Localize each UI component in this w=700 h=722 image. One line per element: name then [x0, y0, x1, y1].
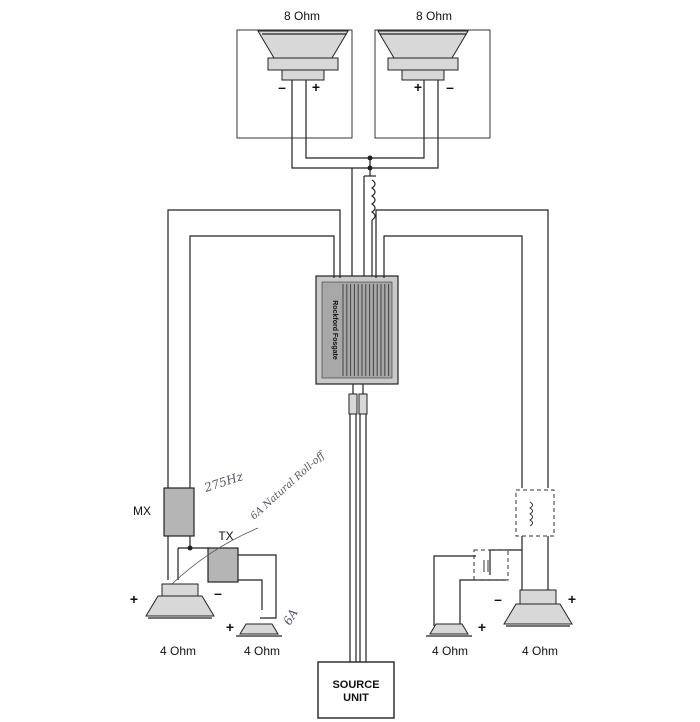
left-woofer-impedance-label: 4 Ohm — [160, 644, 196, 658]
right-woofer — [503, 589, 573, 627]
tx-label: TX — [218, 529, 233, 543]
amplifier: Rockford Fosgate — [315, 275, 399, 385]
top-right-plus-sign: + — [414, 79, 422, 95]
left-tweeter-impedance-label: 4 Ohm — [244, 644, 280, 658]
handwritten-tweeter-note: 6A — [280, 606, 300, 627]
handwritten-order-note: 6A Natural Roll-off — [249, 449, 329, 522]
left-tweeter-plus-sign: + — [226, 619, 234, 635]
right-tweeter — [426, 623, 472, 637]
top-speaker-wiring — [291, 80, 439, 278]
mx-crossover-box — [163, 487, 195, 537]
rca-cables — [348, 384, 368, 662]
amp-heatsink-fins — [342, 284, 390, 376]
handwritten-frequency-note: 275Hz — [202, 469, 246, 495]
right-channel-wiring — [375, 209, 549, 626]
right-woofer-crossover-dashed — [515, 489, 555, 537]
top-left-impedance-label: 8 Ohm — [284, 9, 320, 23]
source-unit-box — [317, 661, 395, 719]
right-tweeter-plus-sign: + — [478, 619, 486, 635]
inductor-coil-icon — [370, 179, 376, 278]
right-woofer-minus-sign: – — [494, 591, 502, 607]
left-woofer-plus-sign: + — [130, 591, 138, 607]
right-tweeter-impedance-label: 4 Ohm — [432, 644, 468, 658]
top-left-plus-sign: + — [312, 79, 320, 95]
amp-brand-label: Rockford Fosgate — [331, 300, 338, 360]
handwritten-pointer-line — [171, 527, 259, 585]
left-woofer-minus-sign: – — [214, 585, 222, 601]
top-left-speaker — [236, 29, 353, 139]
right-woofer-impedance-label: 4 Ohm — [522, 644, 558, 658]
right-tweeter-capacitor-icon — [483, 560, 489, 572]
left-tweeter — [236, 623, 282, 637]
source-unit-label-line1: SOURCE — [332, 679, 379, 691]
left-channel-wiring — [167, 209, 341, 619]
right-woofer-inductor-icon — [529, 501, 533, 527]
top-right-speaker — [374, 29, 491, 139]
top-left-minus-sign: – — [278, 79, 286, 95]
right-woofer-plus-sign: + — [568, 591, 576, 607]
right-tweeter-crossover-dashed — [473, 549, 509, 581]
tx-crossover-box — [207, 547, 239, 583]
source-unit-label-line2: UNIT — [343, 692, 369, 704]
top-right-impedance-label: 8 Ohm — [416, 9, 452, 23]
top-right-minus-sign: – — [446, 79, 454, 95]
left-woofer — [145, 583, 215, 619]
mx-label: MX — [133, 504, 151, 518]
